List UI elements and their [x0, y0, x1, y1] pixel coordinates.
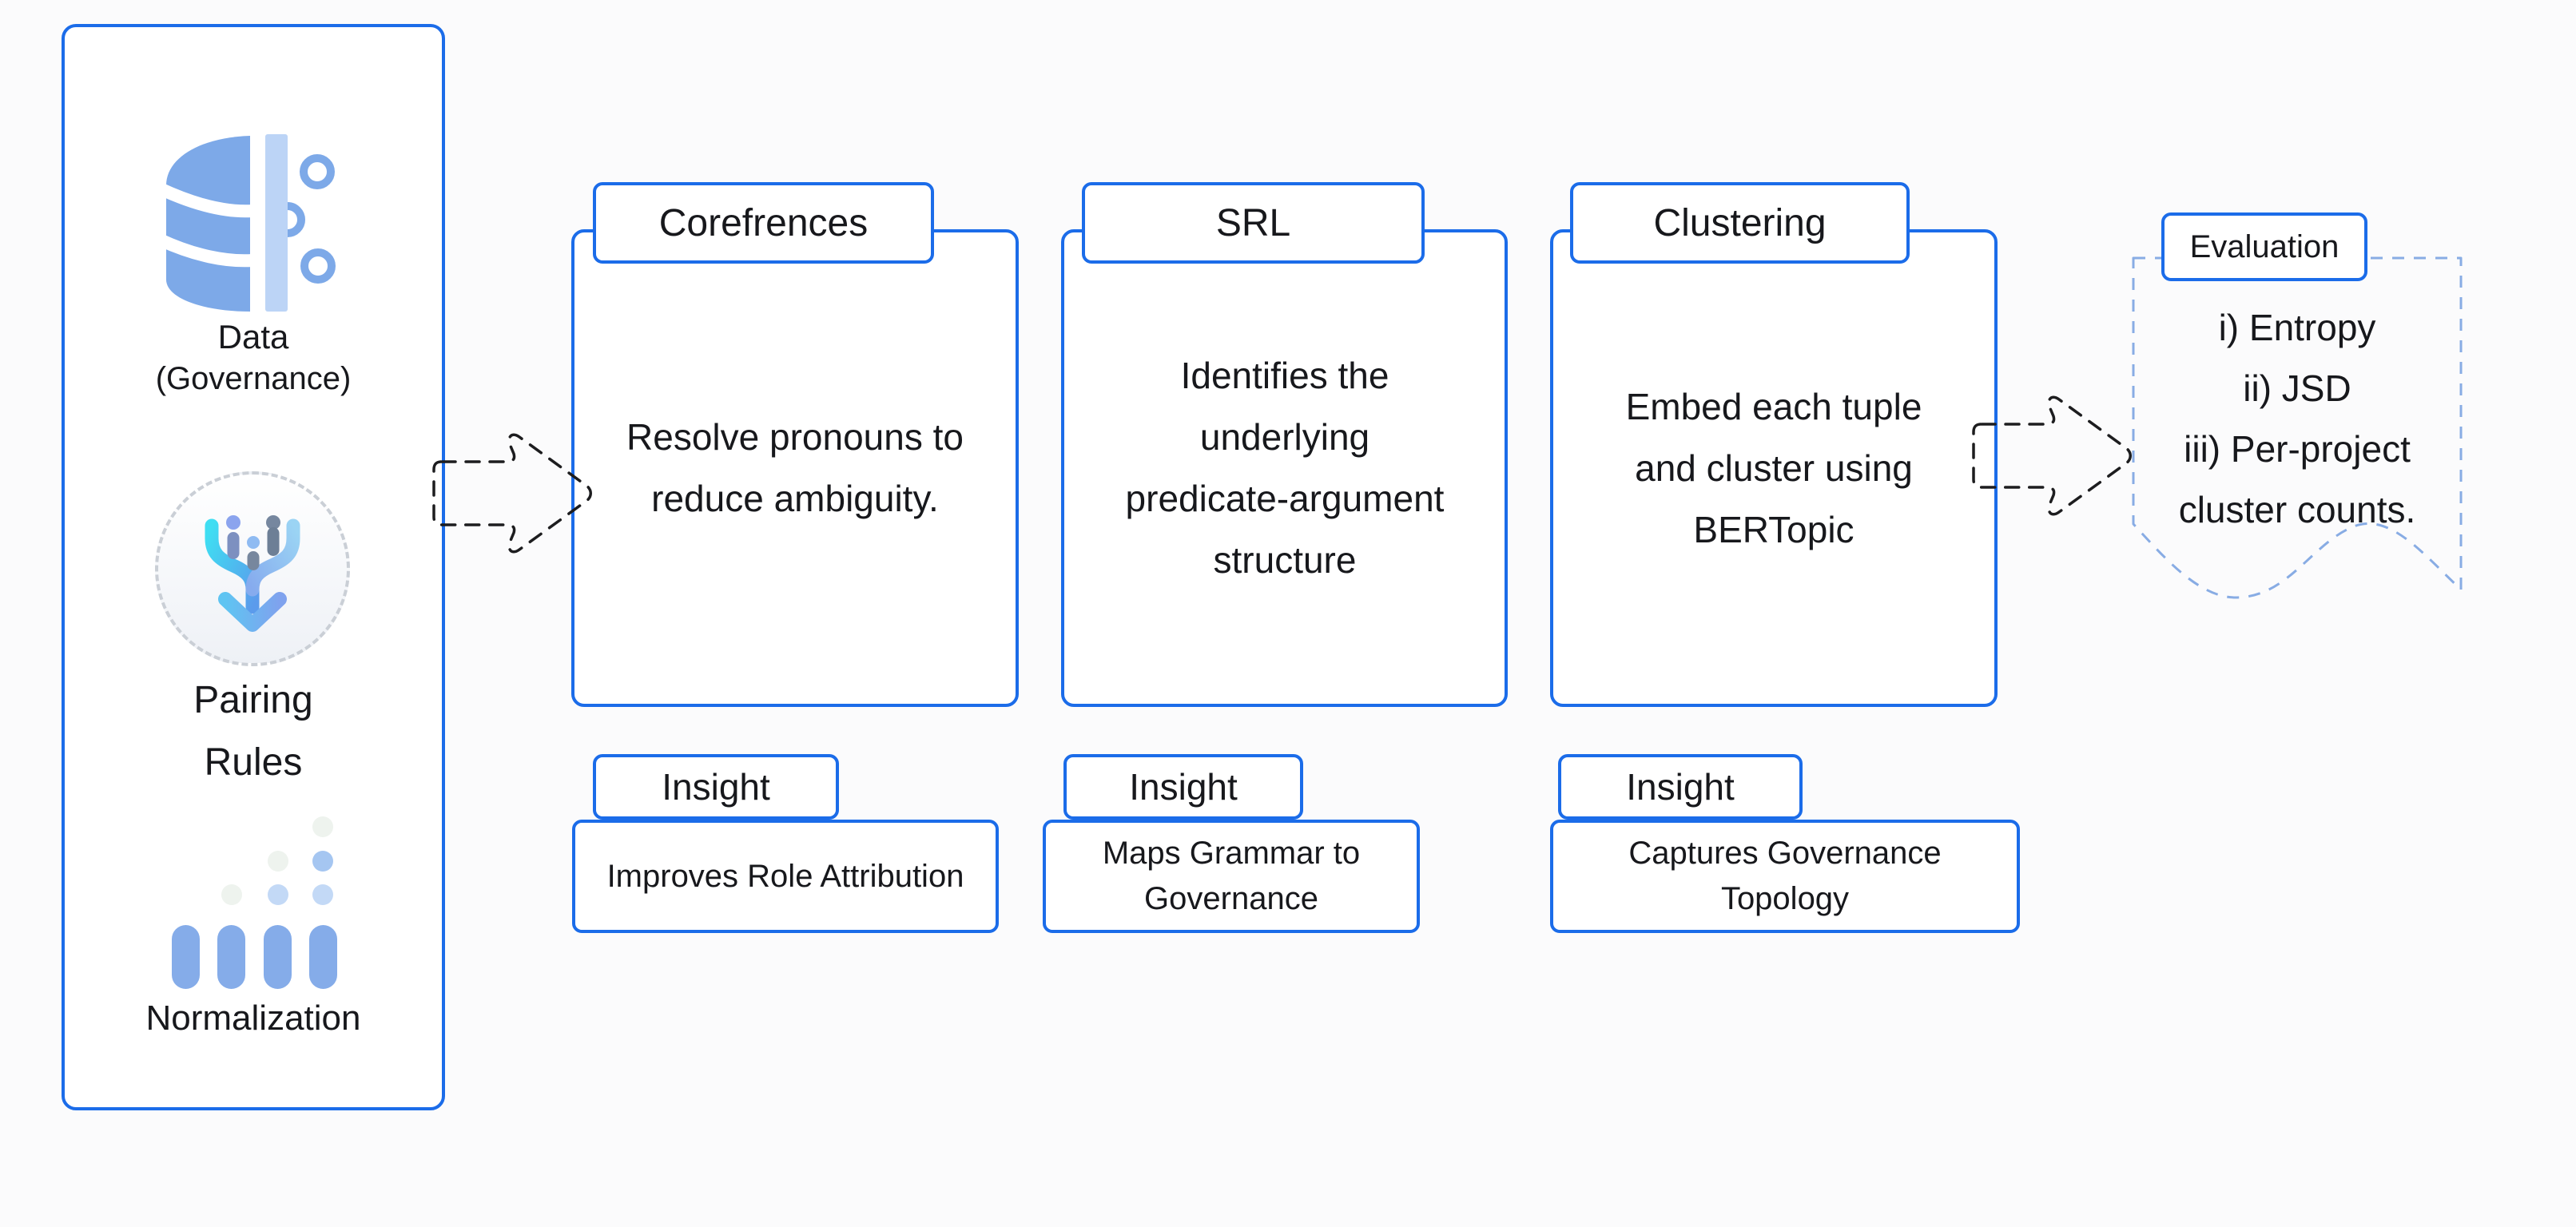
stage-body-line: Embed each tuple [1625, 385, 1922, 427]
evaluation-body: i) Entropy ii) JSD iii) Per-project clus… [2127, 297, 2467, 540]
source-item-normalization-label: Normalization [145, 999, 361, 1038]
insight-body-line: Improves Role Attribution [606, 858, 964, 894]
evaluation-note [2132, 256, 2463, 599]
flow-arrow-icon [1972, 395, 2132, 516]
insight-body-line: Captures Governance [1628, 836, 1942, 871]
insight-body-srl: Maps Grammar to Governance [1043, 820, 1420, 933]
stage-body-line: Resolve pronouns to [626, 416, 964, 458]
stage-body-srl: Identifies the underlying predicate-argu… [1085, 229, 1485, 707]
insight-tab-clustering: Insight [1558, 754, 1803, 820]
source-item-pairing-label: Pairing Rules [62, 669, 445, 794]
source-item-pairing-line2: Rules [204, 741, 303, 784]
merge-icon [205, 515, 300, 632]
insight-tab-corefrences: Insight [593, 754, 839, 820]
evaluation-line: iii) Per-project [2184, 428, 2411, 470]
stage-body-line: underlying [1199, 416, 1370, 458]
stage-body-corefrences: Resolve pronouns to reduce ambiguity. [595, 229, 995, 707]
stage-body-line: predicate-argument [1125, 478, 1445, 519]
evaluation-title: Evaluation [2189, 228, 2339, 264]
stage-title: Clustering [1653, 201, 1827, 244]
bars-icon [172, 816, 337, 989]
insight-body-corefrences: Improves Role Attribution [572, 820, 999, 933]
stage-body-clustering: Embed each tuple and cluster using BERTo… [1574, 229, 1974, 707]
source-item-data-line1: Data [217, 318, 289, 355]
flow-arrow-icon [432, 433, 592, 554]
insight-tab-srl: Insight [1063, 754, 1303, 820]
stage-body-line: and cluster using [1635, 447, 1913, 489]
stage-tab-clustering: Clustering [1570, 182, 1910, 264]
stage-tab-corefrences: Corefrences [593, 182, 934, 264]
insight-body-line: Maps Grammar to [1102, 836, 1361, 871]
stage-body-line: structure [1213, 539, 1357, 581]
stage-body-line: Identifies the [1180, 355, 1389, 396]
stage-body-line: reduce ambiguity. [651, 478, 939, 519]
evaluation-line: i) Entropy [2218, 307, 2376, 348]
database-icon [158, 134, 336, 312]
source-item-data-line2: (Governance) [155, 361, 352, 396]
stage-title: SRL [1215, 201, 1291, 244]
source-item-pairing-line1: Pairing [193, 679, 313, 721]
insight-title: Insight [1129, 766, 1238, 808]
stage-box-clustering [1550, 229, 1998, 707]
insight-body-clustering: Captures Governance Topology [1550, 820, 2020, 933]
evaluation-line: ii) JSD [2243, 367, 2351, 409]
stage-tab-srl: SRL [1082, 182, 1425, 264]
insight-title: Insight [662, 766, 770, 808]
stage-box-srl [1061, 229, 1508, 707]
stage-title: Corefrences [658, 201, 869, 244]
insight-body-line: Governance [1144, 881, 1318, 916]
source-item-data-label: Data (Governance) [62, 316, 445, 399]
stage-body-line: BERTopic [1693, 508, 1854, 550]
insight-body-line: Topology [1720, 881, 1850, 916]
evaluation-line: cluster counts. [2178, 489, 2416, 530]
insight-title: Insight [1626, 766, 1735, 808]
evaluation-tab: Evaluation [2161, 212, 2367, 281]
